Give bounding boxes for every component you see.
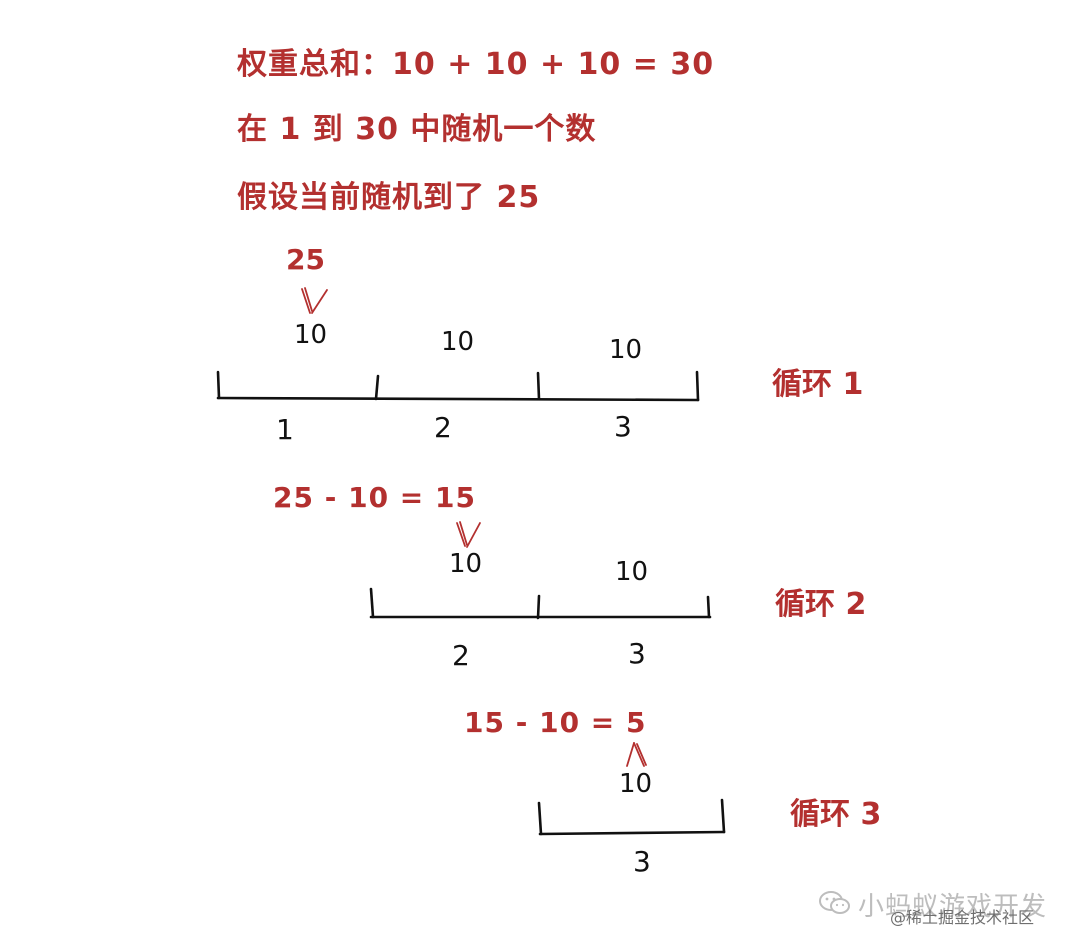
loop1-label: 循环 1 bbox=[772, 367, 864, 402]
loop1-index-2: 2 bbox=[434, 411, 452, 444]
loop1-weight-2: 10 bbox=[441, 327, 475, 357]
loop3-arrow bbox=[626, 742, 647, 767]
watermark-main-text: 小蚂蚁游戏开发 bbox=[858, 892, 1048, 922]
loop3-tick-start bbox=[537, 801, 543, 836]
loop1-tick-end bbox=[695, 370, 700, 402]
loop3-index-3: 3 bbox=[633, 845, 651, 878]
loop2-arrow bbox=[456, 521, 481, 548]
loop3-label: 循环 3 bbox=[790, 797, 882, 832]
weight-sum-text: 权重总和：10 + 10 + 10 = 30 bbox=[237, 47, 715, 82]
loop3-baseline bbox=[538, 830, 726, 836]
wechat-icon bbox=[819, 891, 850, 914]
loop1-arrow bbox=[301, 287, 328, 314]
loop1-tick-1 bbox=[374, 374, 380, 401]
watermark-sub-text: @稀土掘金技术社区 bbox=[890, 908, 1035, 927]
loop3-number-line bbox=[537, 798, 726, 836]
loop2-number-line bbox=[369, 587, 712, 620]
loop2-calc: 25 - 10 = 15 bbox=[273, 481, 476, 514]
watermark: 小蚂蚁游戏开发 @稀土掘金技术社区 bbox=[818, 884, 1068, 934]
loop2-label: 循环 2 bbox=[775, 587, 867, 622]
loop1-index-3: 3 bbox=[614, 410, 632, 443]
loop2-tick-end bbox=[706, 595, 711, 619]
assumption-text: 假设当前随机到了 25 bbox=[237, 180, 541, 215]
loop2-tick-start bbox=[369, 587, 375, 619]
loop1-weight-1: 10 bbox=[294, 320, 328, 350]
loop1-tick-start bbox=[216, 370, 221, 400]
loop1-weight-3: 10 bbox=[609, 335, 643, 365]
loop2-tick-1 bbox=[536, 594, 541, 620]
loop1-number-line bbox=[216, 370, 700, 402]
loop1-pointer-value: 25 bbox=[286, 243, 325, 276]
loop2-weight-3: 10 bbox=[615, 557, 649, 587]
loop2-index-2: 2 bbox=[452, 639, 470, 672]
loop1-index-1: 1 bbox=[276, 413, 294, 446]
loop1-tick-2 bbox=[536, 371, 541, 401]
loop3-calc: 15 - 10 = 5 bbox=[464, 706, 647, 739]
random-range-text: 在 1 到 30 中随机一个数 bbox=[237, 112, 597, 147]
loop1-baseline bbox=[216, 396, 700, 402]
loop2-index-3: 3 bbox=[628, 637, 646, 670]
loop3-tick-end bbox=[720, 798, 726, 834]
loop3-weight-3: 10 bbox=[619, 769, 653, 799]
loop2-weight-2: 10 bbox=[449, 549, 483, 579]
